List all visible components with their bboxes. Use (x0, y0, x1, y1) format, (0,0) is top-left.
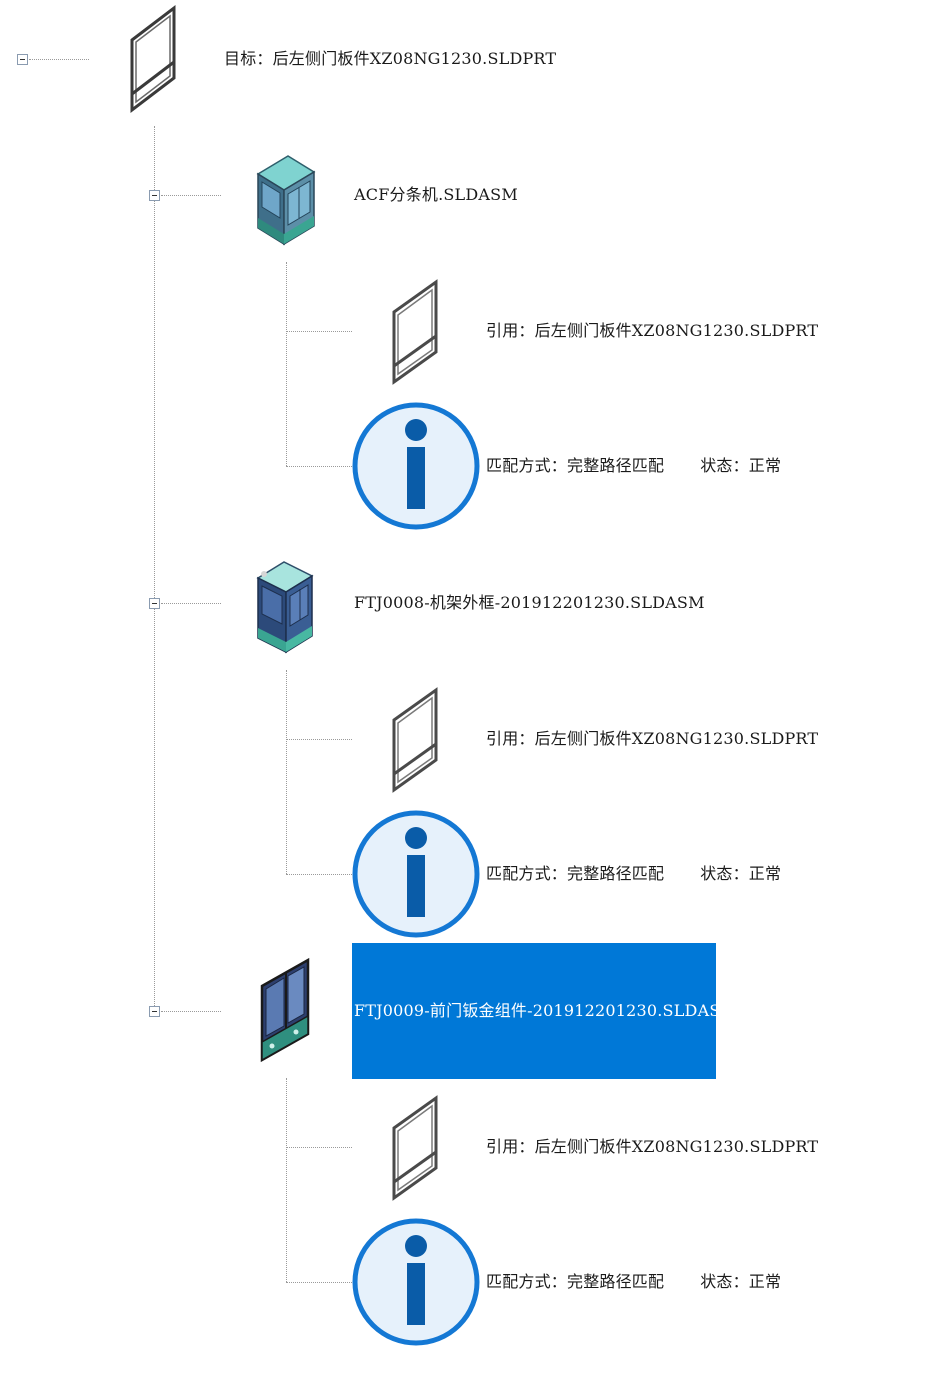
reference-label[interactable]: 引用：后左侧门板件XZ08NG1230.SLDPRT (486, 729, 819, 748)
frame-assembly-icon (256, 561, 314, 654)
door-panel-icon (392, 687, 438, 793)
tree-connector (286, 1282, 352, 1283)
node-collapse-toggle[interactable] (149, 1006, 160, 1017)
tree-connector (161, 195, 221, 196)
node-label[interactable]: FTJ0008-机架外框-201912201230.SLDASM (354, 593, 705, 612)
status-label: 状态：正常 (700, 1272, 782, 1291)
info-icon (352, 1218, 480, 1346)
match-status-row: 匹配方式：完整路径匹配 状态：正常 (486, 864, 781, 884)
match-method-label: 匹配方式：完整路径匹配 (486, 1272, 665, 1291)
node-label-selected[interactable]: FTJ0009-前门钣金组件-201912201230.SLDASM (352, 943, 737, 1079)
tree-connector (286, 1147, 352, 1148)
match-method-label: 匹配方式：完整路径匹配 (486, 864, 665, 883)
status-label: 状态：正常 (700, 456, 782, 475)
info-icon (352, 402, 480, 530)
status-label: 状态：正常 (700, 864, 782, 883)
front-door-assembly-icon (260, 957, 310, 1063)
tree-connector (286, 466, 352, 467)
tree-connector (286, 739, 352, 740)
tree-connector (161, 1011, 221, 1012)
reference-label[interactable]: 引用：后左侧门板件XZ08NG1230.SLDPRT (486, 321, 819, 340)
node-collapse-toggle[interactable] (149, 190, 160, 201)
match-status-row: 匹配方式：完整路径匹配 状态：正常 (486, 456, 781, 476)
tree-connector (286, 670, 287, 874)
door-panel-icon (130, 4, 176, 114)
tree-connector (286, 874, 352, 875)
tree-connector (154, 126, 155, 1012)
root-target-label[interactable]: 目标：后左侧门板件XZ08NG1230.SLDPRT (224, 49, 557, 68)
tree-connector (161, 603, 221, 604)
info-icon (352, 810, 480, 938)
tree-connector (286, 1078, 287, 1282)
node-collapse-toggle[interactable] (149, 598, 160, 609)
reference-label[interactable]: 引用：后左侧门板件XZ08NG1230.SLDPRT (486, 1137, 819, 1156)
tree-connector (29, 59, 89, 60)
root-collapse-toggle[interactable] (17, 54, 28, 65)
match-method-label: 匹配方式：完整路径匹配 (486, 456, 665, 475)
door-panel-icon (392, 279, 438, 385)
machine-assembly-icon (256, 155, 316, 246)
node-label[interactable]: ACF分条机.SLDASM (354, 185, 518, 204)
door-panel-icon (392, 1095, 438, 1201)
tree-connector (286, 331, 352, 332)
match-status-row: 匹配方式：完整路径匹配 状态：正常 (486, 1272, 781, 1292)
tree-connector (286, 262, 287, 466)
